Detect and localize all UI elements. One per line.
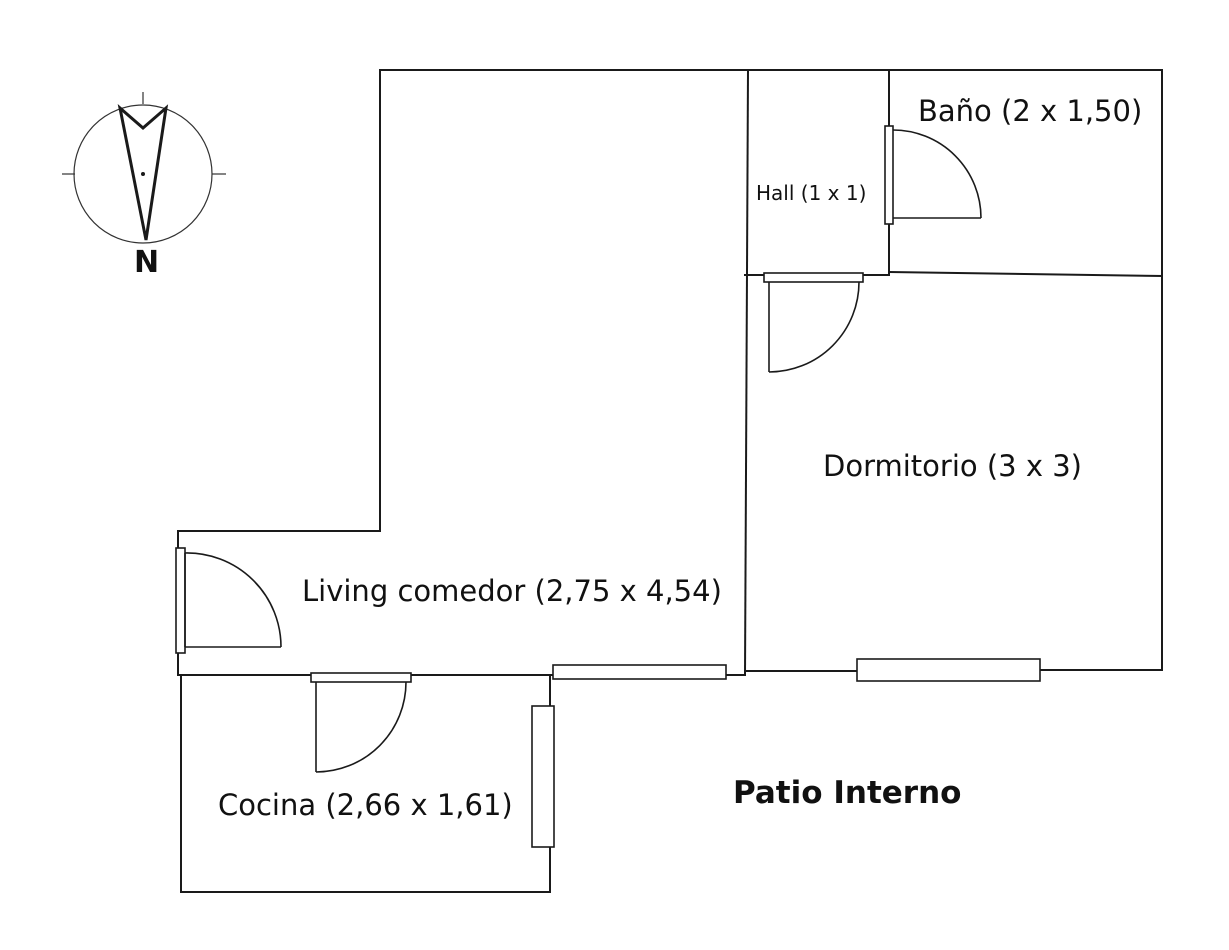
door-entrance [175, 547, 282, 654]
room-labels: Baño (2 x 1,50) Hall (1 x 1) Dormitorio … [218, 94, 1142, 822]
window-kitchen [531, 705, 555, 848]
door-entrance-frame [175, 547, 186, 654]
label-hall: Hall (1 x 1) [756, 181, 866, 205]
label-patio: Patio Interno [733, 775, 961, 811]
label-bano: Baño (2 x 1,50) [918, 94, 1142, 128]
wall-living-east [743, 68, 750, 677]
door-bedroom-arc [768, 281, 860, 373]
door-bathroom [884, 125, 982, 225]
door-bathroom-arc [892, 129, 982, 219]
label-dormitorio: Dormitorio (3 x 3) [823, 449, 1082, 483]
door-entrance-arc [184, 552, 282, 648]
compass-rose: N [62, 92, 226, 280]
wall-living-north-west [379, 69, 749, 532]
wall-bano-south [887, 270, 1164, 278]
label-cocina: Cocina (2,66 x 1,61) [218, 788, 513, 822]
door-kitchen-arc [315, 681, 407, 773]
walls [177, 68, 1164, 893]
compass-center-dot [141, 172, 145, 176]
doors [175, 125, 982, 773]
door-kitchen [310, 672, 412, 773]
door-bedroom-frame [763, 272, 864, 283]
windows [531, 658, 1041, 848]
window-bedroom [856, 658, 1041, 682]
label-living: Living comedor (2,75 x 4,54) [302, 574, 722, 608]
window-living [552, 664, 727, 680]
door-bathroom-frame [884, 125, 894, 225]
door-kitchen-frame [310, 672, 412, 683]
door-bedroom [763, 272, 864, 373]
compass-north-label: N [134, 245, 159, 280]
